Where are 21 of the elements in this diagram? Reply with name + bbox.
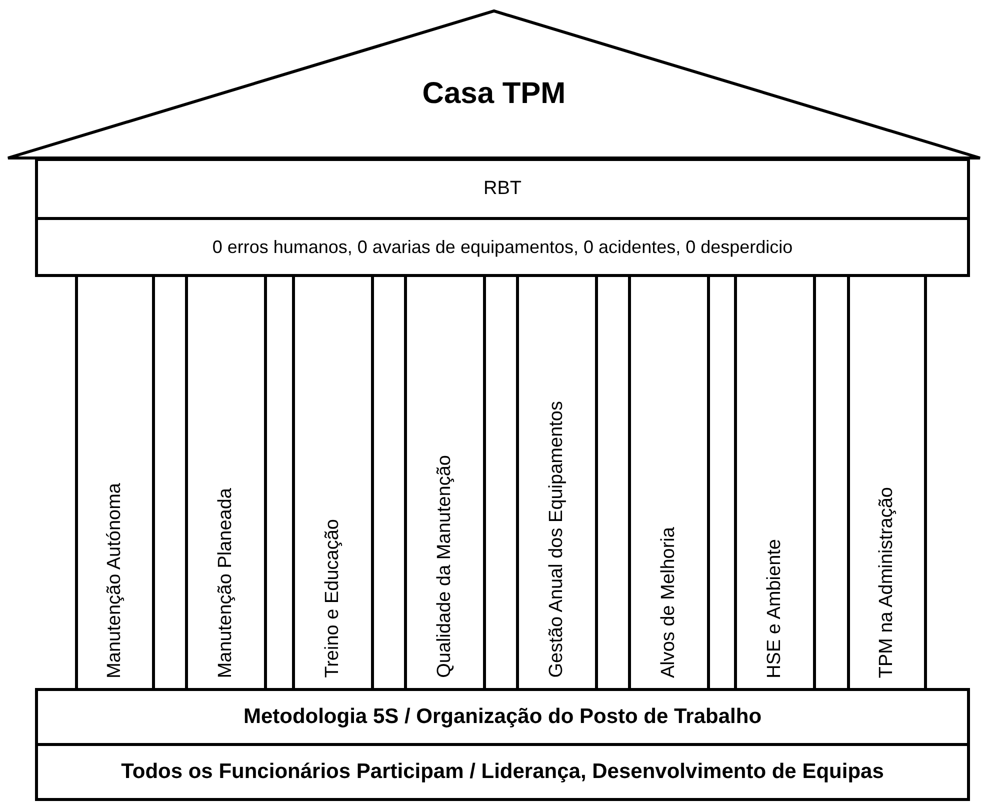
base-band: Todos os Funcionários Participam / Liderança, Desenvolvimento de Equipas (35, 743, 970, 801)
pillar (628, 274, 710, 691)
pillar-label: TPM na Administração (876, 486, 898, 678)
pillar (75, 274, 155, 691)
pillar (292, 274, 374, 691)
foundation-band: Metodologia 5S / Organização do Posto de Trabalho (35, 688, 970, 746)
pillar-label: Qualidade da Manutenção (434, 455, 456, 678)
pillar-label: Manutenção Planeada (215, 488, 237, 678)
pillar (516, 274, 598, 691)
goals-band: 0 erros humanos, 0 avarias de equipamentos, 0 acidentes, 0 desperdicio (35, 217, 970, 277)
pillar (404, 274, 486, 691)
pillar (847, 274, 927, 691)
pillar (185, 274, 267, 691)
roof-title: Casa TPM (422, 77, 566, 111)
pillar-label: Gestão Anual dos Equipamentos (546, 401, 568, 678)
pillar-label: Manutenção Autónoma (104, 482, 126, 678)
pillar-label: HSE e Ambiente (764, 538, 786, 678)
pillar-label: Treino e Educação (322, 519, 344, 678)
pillar-label: Alvos de Melhoria (658, 526, 680, 678)
header-band: RBT (35, 158, 970, 220)
pillar (734, 274, 816, 691)
